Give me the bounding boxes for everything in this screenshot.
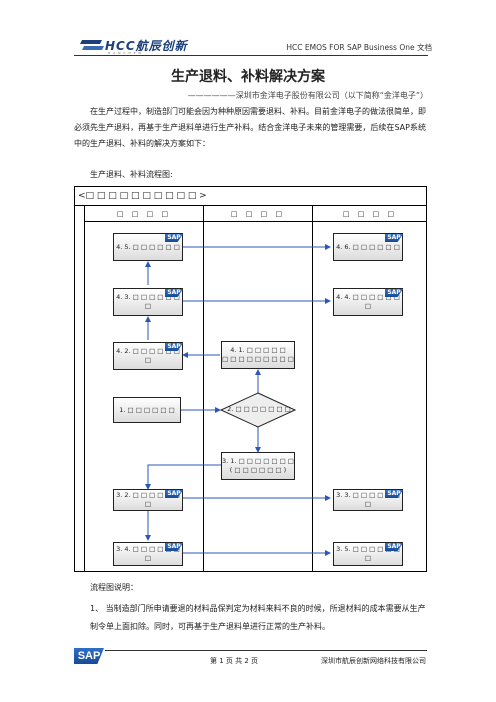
footer-divider	[105, 650, 427, 651]
flow-step-4-4: 4. 4. □ □ □ □ □ □ □	[333, 288, 403, 316]
step-label: 4. 4. □ □ □ □ □ □ □	[336, 293, 400, 310]
flow-step-3-5: 3. 5. □ □ □ □ □ □ □	[333, 542, 403, 566]
flow-step-1: 1. □ □ □ □ □ □	[113, 397, 181, 423]
step-label: 3. 2. □ □ □ □ □ □ □	[116, 491, 180, 508]
flowchart-title: <□ □ □ □ □ □ □ □ □ □ >	[74, 186, 427, 206]
sap-badge: SAP	[385, 543, 403, 551]
flowchart-label: 生产退料、补料流程图:	[90, 170, 173, 179]
hcc-logo-icon	[80, 40, 104, 50]
flowchart-frame	[74, 186, 427, 572]
step-label: 4. 2. □ □ □ □ □ □ □	[116, 347, 180, 364]
step-label: 1. □ □ □ □ □ □	[119, 405, 175, 414]
step-label-line2: □ □ □ □ □ □ □ □ □	[222, 355, 294, 363]
step-label: 4. 1. □ □ □ □ □	[230, 346, 286, 354]
intro-paragraph: 在生产过程中，制造部门可能会因为种种原因需要退料、补料。目前金洋电子的做法很简单…	[74, 107, 426, 148]
flow-step-3-1: 3. 1. □ □ □ □ □ □ □ ( □ □ □ □ □ □ )	[221, 452, 295, 480]
step-label: 3. 5. □ □ □ □ □ □ □	[336, 545, 400, 562]
sap-badge: SAP	[165, 343, 183, 351]
note-item-1: 1、 当制造部门所申请要退的材料品保判定为材料来料不良的时候，所退材料的成本需要…	[90, 604, 426, 631]
step-label-line2: ( □ □ □ □ □ □ )	[229, 466, 287, 474]
decision-diamond	[219, 392, 297, 428]
swimlane-divider	[312, 206, 313, 572]
page-number: 第 1 页 共 2 页	[210, 657, 259, 665]
swimlane-header-1: □ □ □ □	[84, 206, 203, 222]
swimlane-divider	[203, 206, 204, 572]
step-label: 3. 4. □ □ □ □ □ □ □	[116, 545, 180, 562]
notes-heading: 流程图说明：	[90, 583, 138, 592]
header-divider	[74, 55, 428, 56]
decision-label: 2. □ □ □ □ □ □ □	[227, 405, 291, 413]
step-label: 3. 3. □ □ □ □ □ □ □	[336, 491, 400, 508]
document-title: 生产退料、补料解决方案	[171, 69, 325, 85]
sap-logo: SAP	[74, 648, 104, 664]
footer-company: 深圳市航辰创新网络科技有限公司	[321, 657, 426, 665]
document-subtitle: ——————深圳市金洋电子股份有限公司（以下简称“金洋电子”）	[187, 91, 428, 100]
step-label: 3. 1. □ □ □ □ □ □ □	[222, 457, 294, 465]
sap-badge: SAP	[385, 289, 403, 297]
sap-badge: SAP	[165, 234, 183, 242]
sap-badge: SAP	[385, 234, 403, 242]
flow-step-4-1: 4. 1. □ □ □ □ □ □ □ □ □ □ □ □ □ □	[221, 341, 295, 369]
doc-label: HCC EMOS FOR SAP Business One 文档	[286, 43, 432, 52]
step-label: 4. 3. □ □ □ □ □ □ □	[116, 293, 180, 310]
sap-badge: SAP	[165, 490, 183, 498]
sap-badge: SAP	[165, 543, 183, 551]
logo-text: HCC航辰创新	[105, 39, 188, 53]
step-label: 4. 6. □ □ □ □ □ □	[336, 242, 400, 251]
sap-badge: SAP	[385, 490, 403, 498]
logo-subtext: H A N C H E N	[108, 51, 142, 55]
step-label: 4. 5. □ □ □ □ □ □	[116, 242, 180, 251]
swimlane-divider	[84, 206, 85, 572]
sap-badge: SAP	[165, 289, 183, 297]
